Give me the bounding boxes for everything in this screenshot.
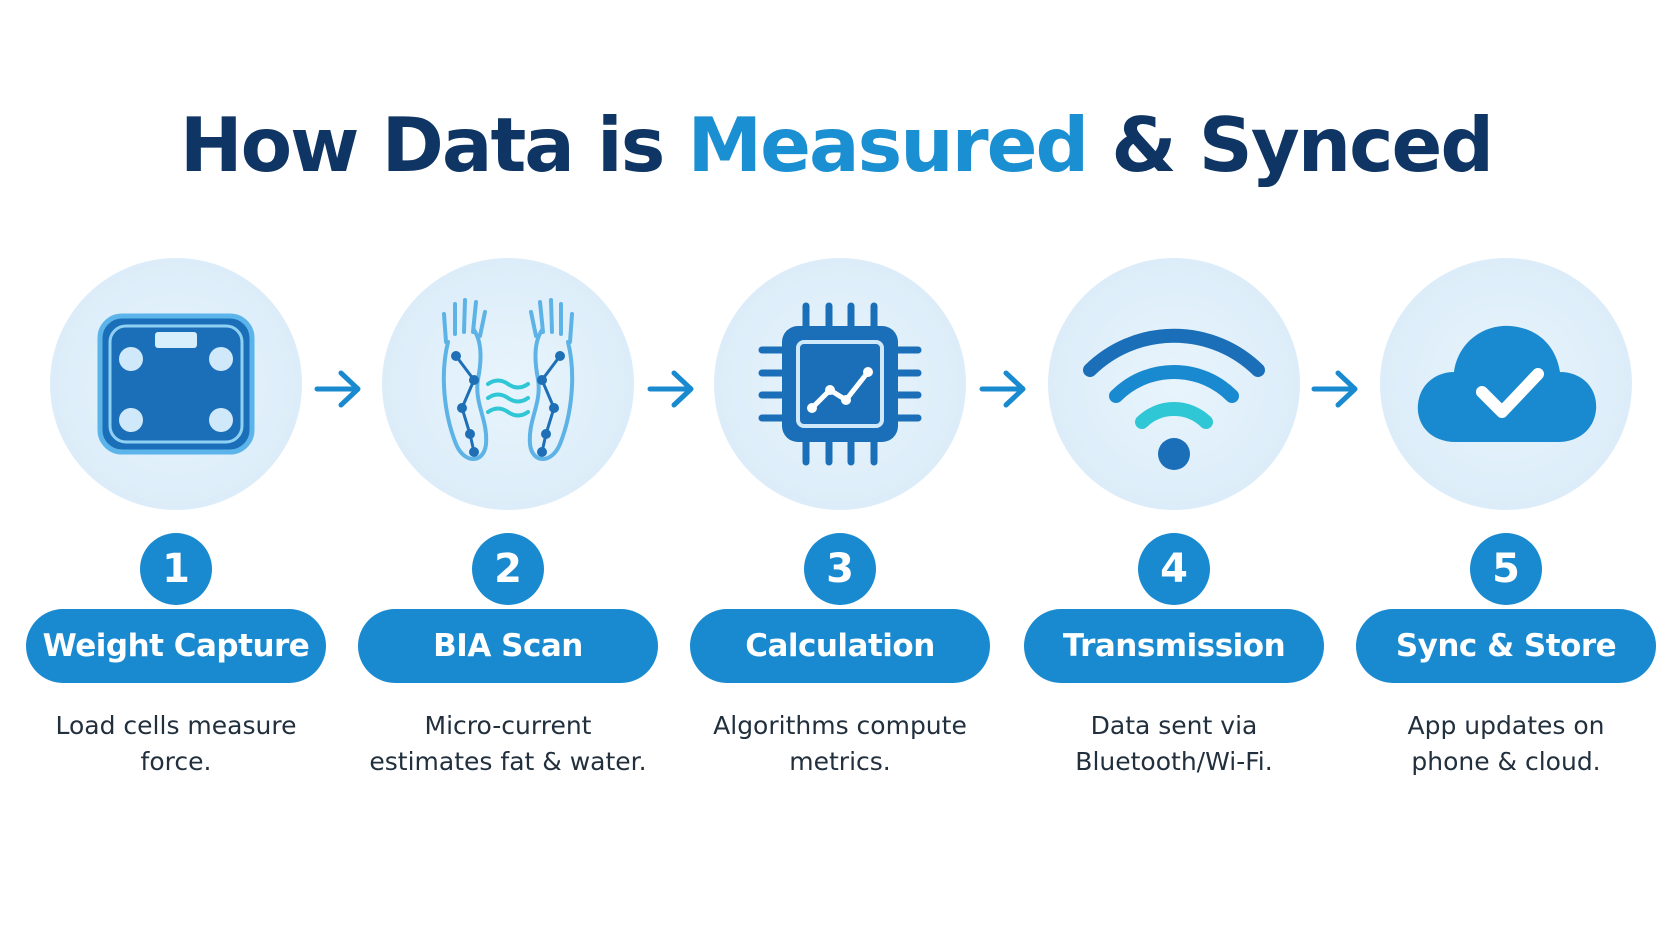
scale-icon	[97, 313, 255, 455]
step-1-description: Load cells measure force.	[26, 708, 326, 780]
step-3-icon-circle	[714, 258, 966, 510]
step-calculation: 3 Calculation Algorithms compute metrics…	[690, 0, 990, 941]
step-2-desc-line-2: estimates fat & water.	[369, 747, 647, 776]
arrow-right-icon	[1311, 370, 1358, 408]
step-1-desc-line-1: Load cells measure	[55, 711, 297, 740]
step-2-number: 2	[472, 533, 544, 605]
feet-icon	[441, 298, 575, 461]
arrow-right-icon	[979, 370, 1026, 408]
step-2-description: Micro-current estimates fat & water.	[358, 708, 658, 780]
step-4-description: Data sent via Bluetooth/Wi-Fi.	[1024, 708, 1324, 780]
title-highlight: Measured	[687, 101, 1089, 189]
step-1-number: 1	[140, 533, 212, 605]
step-3-description: Algorithms compute metrics.	[690, 708, 990, 780]
step-5-desc-line-1: App updates on	[1407, 711, 1605, 740]
step-5-desc-line-2: phone & cloud.	[1411, 747, 1601, 776]
step-2-label: BIA Scan	[358, 609, 658, 683]
step-4-desc-line-2: Bluetooth/Wi-Fi.	[1075, 747, 1273, 776]
step-bia-scan: 2 BIA Scan Micro-current estimates fat &…	[358, 0, 658, 941]
wifi-icon	[1083, 328, 1265, 470]
step-5-number: 5	[1470, 533, 1542, 605]
step-sync-store: 5 Sync & Store App updates on phone & cl…	[1356, 0, 1656, 941]
step-1-label: Weight Capture	[26, 609, 326, 683]
cloud-check-icon	[1417, 325, 1597, 442]
step-3-label: Calculation	[690, 609, 990, 683]
page-title: How Data is Measured & Synced	[0, 108, 1672, 183]
step-5-icon-circle	[1380, 258, 1632, 510]
step-4-label: Transmission	[1024, 609, 1324, 683]
step-1-icon-circle	[50, 258, 302, 510]
arrow-right-icon	[314, 370, 361, 408]
step-weight-capture: 1 Weight Capture Load cells measure forc…	[26, 0, 326, 941]
step-4-number: 4	[1138, 533, 1210, 605]
step-4-icon-circle	[1048, 258, 1300, 510]
title-part-2: & Synced	[1087, 101, 1494, 189]
arrow-right-icon	[647, 370, 694, 408]
step-1-desc-line-2: force.	[140, 747, 212, 776]
step-4-desc-line-1: Data sent via	[1090, 711, 1258, 740]
step-3-desc-line-2: metrics.	[789, 747, 891, 776]
step-3-number: 3	[804, 533, 876, 605]
step-5-description: App updates on phone & cloud.	[1356, 708, 1656, 780]
step-2-icon-circle	[382, 258, 634, 510]
step-3-desc-line-1: Algorithms compute	[713, 711, 967, 740]
step-transmission: 4 Transmission Data sent via Bluetooth/W…	[1024, 0, 1324, 941]
step-5-label: Sync & Store	[1356, 609, 1656, 683]
title-part-1: How Data is	[179, 101, 688, 189]
step-2-desc-line-1: Micro-current	[424, 711, 592, 740]
chip-icon	[758, 302, 922, 466]
